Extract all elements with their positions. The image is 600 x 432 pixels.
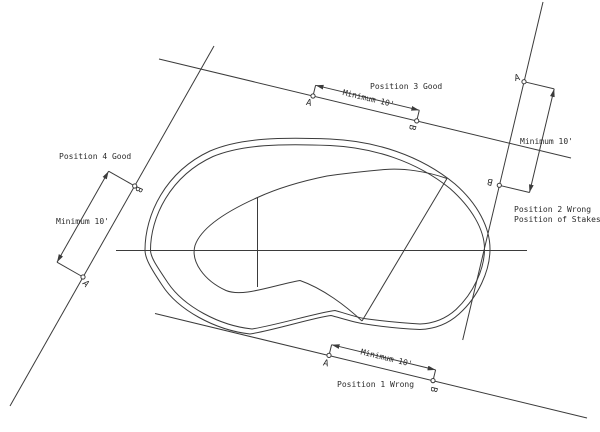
baseline-position-2 [463, 2, 543, 340]
pos3-stake-a-label: A [305, 98, 313, 109]
pos3-minimum-label: Minimum 10' [342, 88, 396, 109]
pos4-stake-b-label: B [132, 185, 143, 194]
pos4-extension-b [109, 171, 135, 186]
pos1-stake-b-marker [430, 378, 436, 384]
pos4-dimension-line [57, 171, 109, 262]
pos2-minimum-label: Minimum 10' [520, 137, 573, 146]
pos2-dimension-line [530, 89, 555, 193]
pos4-position-label: Position 4 Good [59, 152, 131, 161]
pos3-stake-a-marker [310, 93, 316, 99]
pos2-stake-b-marker [496, 182, 502, 188]
baseline-position-1 [155, 314, 587, 419]
pool-outer-edge [145, 138, 490, 334]
pos1-stake-a-marker [326, 352, 332, 358]
pos3-position-label: Position 3 Good [370, 82, 442, 91]
pos4-extension-a [57, 262, 83, 277]
dimension-position-4: A B Minimum 10' Position 4 Good [56, 152, 144, 290]
pos1-dimension-line [332, 345, 436, 370]
pos2-stake-a-marker [521, 79, 527, 85]
pos4-stake-a-marker [80, 274, 86, 280]
dimension-position-2: A B Minimum 10' Position 2 Wrong Positio… [486, 73, 600, 224]
pos1-stake-b-label: B [428, 385, 439, 393]
pool-floor-outline [194, 169, 447, 321]
pool-inner-edge [151, 145, 485, 329]
dimension-position-1: A B Minimum 10' Position 1 Wrong [322, 345, 439, 393]
dimension-position-3: A B Minimum 10' Position 3 Good [305, 82, 443, 131]
pos2-stake-a-label: A [513, 73, 521, 84]
baseline-position-4 [10, 46, 214, 406]
pos1-stake-a-label: A [322, 358, 330, 369]
pos4-stake-a-label: A [80, 279, 92, 290]
pos2-extension-b [499, 185, 529, 192]
pos4-minimum-label: Minimum 10' [56, 217, 109, 226]
pos1-position-label: Position 1 Wrong [337, 380, 414, 389]
pool-chord-line [362, 179, 447, 322]
pos2-position-label-line1: Position 2 Wrong [514, 205, 591, 214]
pos2-extension-a [524, 82, 554, 89]
pos2-stake-b-label: B [486, 176, 494, 187]
pos3-stake-b-label: B [406, 123, 417, 131]
pos2-position-label-line2: Position of Stakes [514, 215, 600, 224]
pos4-stake-b-marker [132, 183, 138, 189]
pos3-dimension-line [316, 85, 420, 110]
pos3-stake-b-marker [414, 118, 420, 124]
